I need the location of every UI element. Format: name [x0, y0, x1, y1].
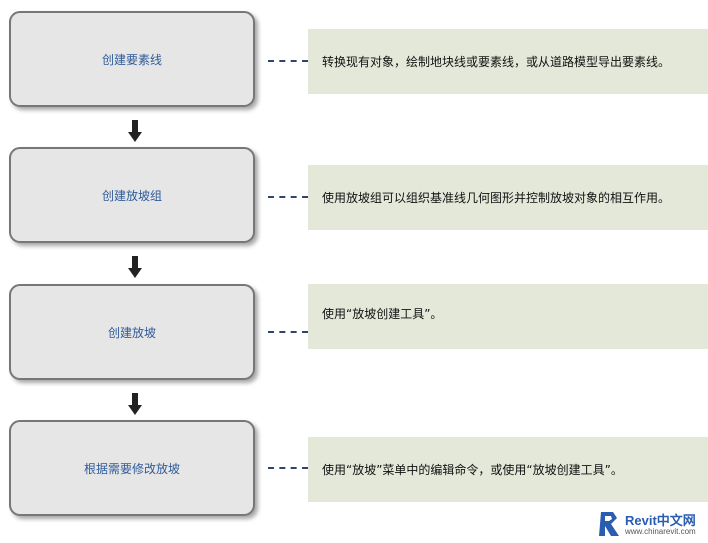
note-box: 转换现有对象，绘制地块线或要素线，或从道路模型导出要素线。 [308, 29, 708, 94]
dashed-connector [268, 60, 308, 62]
step-box-create-grading: 创建放坡 [9, 284, 255, 380]
down-arrow-icon [128, 120, 142, 142]
note-text: 使用放坡组可以组织基准线几何图形并控制放坡对象的相互作用。 [322, 191, 671, 205]
step-box-edit-grading: 根据需要修改放坡 [9, 420, 255, 516]
dashed-connector [268, 196, 308, 198]
step-box-create-grading-group: 创建放坡组 [9, 147, 255, 243]
step-label: 创建放坡 [107, 325, 156, 340]
note-box: 使用“放坡”菜单中的编辑命令，或使用“放坡创建工具”。 [308, 437, 708, 502]
watermark-brand: Revit中文网 [625, 513, 696, 528]
step-box-create-feature-lines: 创建要素线 [9, 11, 255, 107]
down-arrow-icon [128, 256, 142, 278]
down-arrow-icon [128, 393, 142, 415]
note-text: 转换现有对象，绘制地块线或要素线，或从道路模型导出要素线。 [322, 55, 671, 69]
dashed-connector [268, 467, 308, 469]
note-box: 使用“放坡创建工具”。 [308, 284, 708, 349]
note-text: 使用“放坡创建工具”。 [322, 307, 443, 321]
step-label: 创建放坡组 [101, 188, 162, 203]
dashed-connector [268, 331, 308, 333]
step-label: 创建要素线 [101, 52, 162, 67]
watermark-logo: Revit中文网 www.chinarevit.com [597, 510, 707, 540]
step-label: 根据需要修改放坡 [83, 461, 180, 476]
note-text: 使用“放坡”菜单中的编辑命令，或使用“放坡创建工具”。 [322, 463, 623, 477]
revit-logo-icon [599, 512, 619, 536]
watermark-url: www.chinarevit.com [625, 527, 696, 536]
note-box: 使用放坡组可以组织基准线几何图形并控制放坡对象的相互作用。 [308, 165, 708, 230]
